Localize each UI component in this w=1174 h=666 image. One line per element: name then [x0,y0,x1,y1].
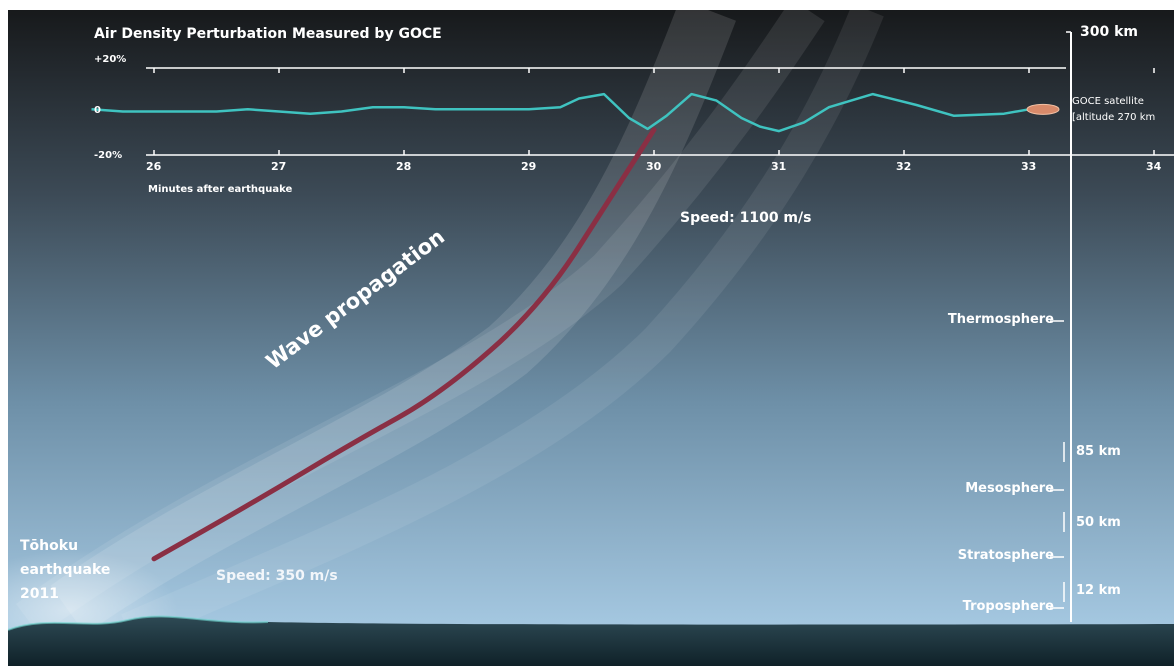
x-tick-label: 34 [1146,160,1162,173]
x-axis-label: Minutes after earthquake [148,184,293,195]
density-series-line [91,92,1030,133]
layer-thermosphere: Thermosphere [947,312,1054,327]
wave-propagation-line [151,127,657,562]
layer-mesosphere: Mesosphere [965,481,1054,496]
boundary-50km: 50 km [1076,515,1121,530]
x-tick-label: 31 [771,160,787,173]
x-tick-label: 32 [896,160,912,173]
speed-low-label: Speed: 350 m/s [216,568,338,584]
ground-glow [8,615,269,631]
wavefront-glow [121,10,884,646]
y-tick-label: -20% [94,150,123,161]
top-altitude-label: 300 km [1080,24,1138,40]
layer-stratosphere: Stratosphere [957,548,1054,563]
wave-propagation-overlay [151,127,657,562]
chart-title: Air Density Perturbation Measured by GOC… [94,26,442,42]
ground [8,616,1174,666]
earthquake-label: earthquake [20,562,111,578]
wavefront-glow [50,10,737,635]
y-tick-label: 0 [94,105,101,116]
goce-label: GOCE satellite [1072,96,1144,107]
background-canvas [8,10,1174,666]
earthquake-year: 2011 [20,586,59,602]
boundary-85km: 85 km [1076,444,1121,459]
x-tick-label: 33 [1021,160,1037,173]
x-tick-label: 26 [146,160,162,173]
figure: Air Density Perturbation Measured by GOC… [8,10,1174,666]
wavefront-glow [16,10,825,637]
layer-troposphere: Troposphere [962,599,1054,614]
x-tick-label: 27 [271,160,287,173]
sky [8,10,1174,666]
earthquake-label: Tōhoku [20,538,79,554]
density-chart [91,67,1174,156]
goce-altitude-label: [altitude 270 km [1072,112,1156,123]
x-tick-label: 30 [646,160,662,173]
x-tick-label: 28 [396,160,412,173]
boundary-12km: 12 km [1076,583,1121,598]
satellite-icon [1026,103,1060,115]
y-tick-label: +20% [94,54,127,65]
x-tick-label: 29 [521,160,537,173]
altitude-scale [1050,31,1071,609]
speed-high-label: Speed: 1100 m/s [680,210,812,226]
